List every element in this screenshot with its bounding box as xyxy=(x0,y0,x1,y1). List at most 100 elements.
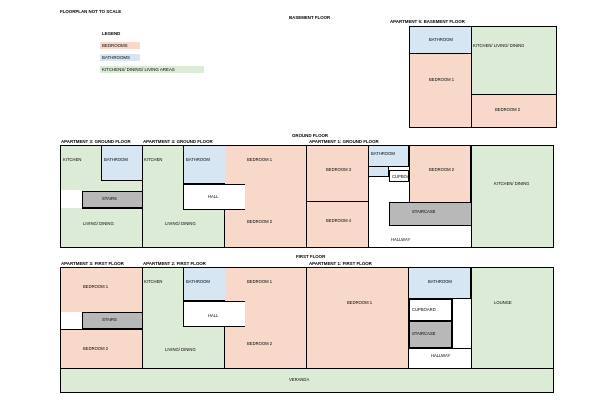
g4-bedroom-1-lower xyxy=(245,184,307,210)
f2-apartment: KITCHEN BATHROOM HALL LIVING/ DINING xyxy=(143,268,245,368)
ground-floor-plan: KITCHEN BATHROOM STAIRS LIVING/ DINING K… xyxy=(60,145,554,248)
room-label: STAIRCASE xyxy=(412,209,436,214)
room-label: BATHROOM xyxy=(186,157,210,162)
room-label: BATHROOM xyxy=(429,37,453,42)
g4-bathroom: BATHROOM xyxy=(183,146,225,184)
first-floor-plan: BEDROOM 1 STAIRS BEDROOM 2 KITCHEN BATHR… xyxy=(60,267,554,393)
room-label: BATHROOM xyxy=(104,157,128,162)
f3-stairs: STAIRS xyxy=(82,312,143,329)
room-label: KITCHEN/ DINING xyxy=(494,181,530,186)
room-label: BEDROOM 2 xyxy=(83,346,109,351)
legend-swatch-living xyxy=(100,66,204,73)
f2-bedroom-1-lower xyxy=(245,301,307,327)
f2-bedroom-1: BEDROOM 1 xyxy=(225,268,307,301)
wall xyxy=(82,208,143,209)
room-label: BATHROOM xyxy=(428,279,452,284)
room-label: BEDROOM 1 xyxy=(247,279,273,284)
room-label: BEDROOM 1 xyxy=(247,157,273,162)
wall xyxy=(61,329,143,330)
room-label: BEDROOM 4 xyxy=(326,218,352,223)
g1-cupboard: CUPBOARD xyxy=(389,170,416,182)
room-label: BEDROOM 2 xyxy=(247,341,273,346)
g3-stairs: STAIRS xyxy=(82,191,143,208)
veranda: VERANDA xyxy=(61,368,553,392)
room-label: KITCHEN xyxy=(144,279,163,284)
f3-hall-gap xyxy=(61,312,82,329)
g3-hall-gap xyxy=(61,190,82,208)
room-label: LIVING/ DINING xyxy=(165,347,196,352)
wall xyxy=(452,299,453,348)
legend-label-bathrooms: BATHROOMS xyxy=(102,54,130,60)
room-label: BEDROOM 1 xyxy=(429,77,455,82)
g3-bathroom: BATHROOM xyxy=(101,146,142,181)
room-label: CUPBOARD xyxy=(412,307,436,312)
g4-title: APARTMENT 4: GROUND FLOOR xyxy=(143,139,213,144)
legend-title: LEGEND xyxy=(102,31,121,36)
wall xyxy=(471,268,472,368)
g1-kitchen-dining: KITCHEN/ DINING xyxy=(472,146,553,247)
f1-lounge: LOUNGE xyxy=(472,268,553,368)
f3-title: APARTMENT 3: FIRST FLOOR xyxy=(61,261,124,266)
basement-kitchen-living: KITCHEN/ LIVING/ DINING xyxy=(472,27,556,95)
f2-bedroom-2: BEDROOM 2 xyxy=(225,327,307,368)
basement-bedroom-2: BEDROOM 2 xyxy=(472,95,556,127)
g4-bedroom-2: BEDROOM 2 xyxy=(225,210,307,247)
f1-staircase: STAIRCASE xyxy=(409,321,452,348)
f3-apartment: BEDROOM 1 STAIRS BEDROOM 2 xyxy=(61,268,143,368)
apartment-5-basement: BATHROOM KITCHEN/ LIVING/ DINING BEDROOM… xyxy=(409,26,557,128)
f1-bathroom: BATHROOM xyxy=(409,268,471,299)
room-label: KITCHEN xyxy=(144,157,163,162)
room-label: HALLWAY xyxy=(431,353,451,358)
room-label: BATHROOM xyxy=(186,279,210,284)
f2-hall: HALL xyxy=(183,301,245,327)
room-label: BATHROOM xyxy=(371,151,395,156)
g1-staircase: STAIRCASE xyxy=(389,202,472,226)
room-label: BEDROOM 2 xyxy=(247,219,273,224)
f1-bedroom-1: BEDROOM 1 xyxy=(307,268,409,368)
ground-floor-title: GROUND FLOOR xyxy=(292,133,329,138)
room-label: LIVING/ DINING xyxy=(165,221,196,226)
f1-cupboard: CUPBOARD xyxy=(409,299,452,321)
legend-swatch-bathrooms xyxy=(100,54,140,61)
room-label: HALL xyxy=(208,194,219,199)
room-label: BEDROOM 1 xyxy=(83,284,109,289)
room-label: BEDROOM 2 xyxy=(495,107,521,112)
g1-title: APARTMENT 1: GROUND FLOOR xyxy=(309,139,379,144)
g3-apartment: KITCHEN BATHROOM STAIRS LIVING/ DINING xyxy=(61,146,143,247)
legend-label-bedrooms: BEDROOMS xyxy=(102,42,128,48)
room-label: STAIRS xyxy=(102,317,117,322)
room-label: BEDROOM 2 xyxy=(429,167,455,172)
room-label: STAIRS xyxy=(102,196,117,201)
room-label: BEDROOM 3 xyxy=(326,167,352,172)
room-label: KITCHEN/ LIVING/ DINING xyxy=(473,43,525,48)
room-label: BEDROOM 1 xyxy=(347,300,373,305)
room-label: CUPBOARD xyxy=(392,174,416,179)
g3-title: APARTMENT 3: GROUND FLOOR xyxy=(61,139,131,144)
g4-apartment: KITCHEN BATHROOM HALL LIVING/ DINING xyxy=(143,146,245,247)
room-label: HALLWAY xyxy=(391,237,411,242)
basement-bathroom: BATHROOM xyxy=(410,27,472,54)
f2-title: APARTMENT 2: FIRST FLOOR xyxy=(143,261,206,266)
basement-bedroom-1: BEDROOM 1 xyxy=(410,54,472,127)
g1-bedroom-2: BEDROOM 2 xyxy=(409,146,471,202)
basement-floor-title: BASEMENT FLOOR xyxy=(289,15,331,20)
wall xyxy=(409,348,471,349)
g4-hall: HALL xyxy=(183,184,245,210)
room-label: LIVING/ DINING xyxy=(83,221,114,226)
legend-label-living: KITCHENS/ DINING/ LIVING AREAS xyxy=(102,66,175,72)
room-label: KITCHEN xyxy=(63,157,82,162)
first-floor-title: FIRST FLOOR xyxy=(296,254,326,259)
f1-title: APARTMENT 1: FIRST FLOOR xyxy=(309,261,372,266)
g1-bedroom-4: BEDROOM 4 xyxy=(307,202,369,247)
room-label: STAIRCASE xyxy=(412,331,436,336)
scale-note: FLOORPLAN NOT TO SCALE xyxy=(60,9,122,14)
g1-bathroom-nook xyxy=(369,167,389,177)
g4-bedroom-1: BEDROOM 1 xyxy=(225,146,307,184)
g1-bathroom: BATHROOM xyxy=(369,146,409,167)
f2-bathroom: BATHROOM xyxy=(183,268,225,301)
room-label: HALL xyxy=(208,313,219,318)
room-label: VERANDA xyxy=(289,377,310,382)
g1-bedroom-3: BEDROOM 3 xyxy=(307,146,369,202)
apt5-title: APARTMENT 5: BASEMENT FLOOR xyxy=(390,19,465,24)
legend-swatch-bedrooms xyxy=(100,42,140,49)
